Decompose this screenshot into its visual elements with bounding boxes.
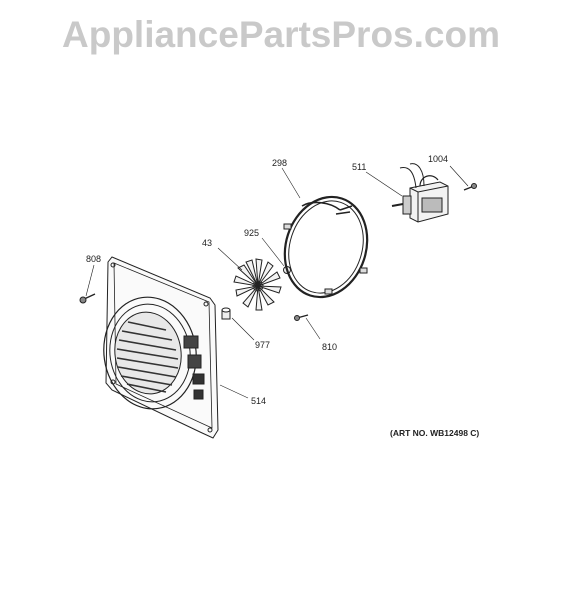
fan-blade-43 <box>217 247 282 311</box>
screw-810 <box>294 314 321 340</box>
site-watermark: AppliancePartsPros.com <box>62 14 500 55</box>
screw-808 <box>79 264 96 304</box>
label-511: 511 <box>352 162 366 172</box>
label-298: 298 <box>272 158 287 168</box>
label-514: 514 <box>251 396 266 406</box>
heating-element-298 <box>281 167 369 299</box>
motor-511 <box>365 163 449 223</box>
label-810: 810 <box>322 342 337 352</box>
spacer-977 <box>221 307 255 341</box>
screw-1004 <box>449 165 477 191</box>
leader-514 <box>219 384 249 399</box>
label-808: 808 <box>86 254 101 264</box>
label-43: 43 <box>202 238 212 248</box>
back-panel-514 <box>103 256 219 439</box>
label-925: 925 <box>244 228 259 238</box>
art-number: (ART NO. WB12498 C) <box>390 428 479 438</box>
label-1004: 1004 <box>428 154 448 164</box>
label-977: 977 <box>255 340 270 350</box>
